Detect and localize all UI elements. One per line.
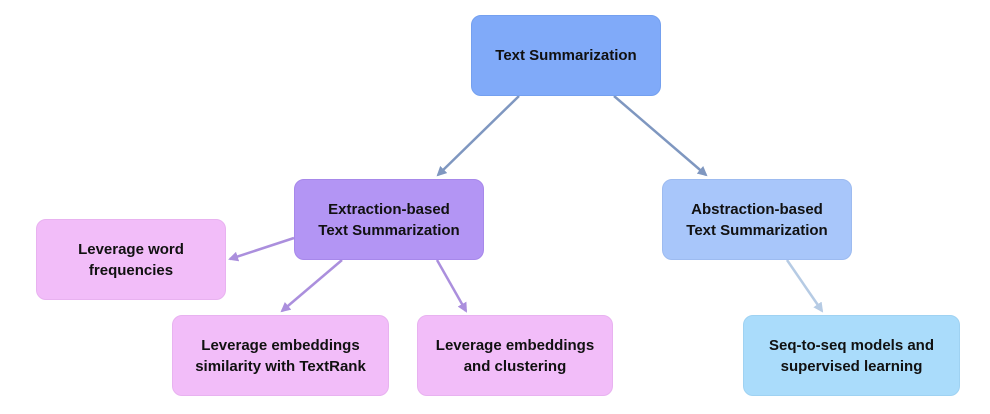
node-abstraction-based-line-2: Text Summarization	[686, 221, 828, 239]
node-embeddings-clustering-line-1: Leverage embeddings	[435, 336, 595, 354]
edge-extraction-to-word-frequencies	[228, 236, 295, 262]
node-word-frequencies: Leverage word frequencies	[36, 219, 226, 300]
node-extraction-based: Extraction-based Text Summarization	[294, 179, 484, 260]
node-embeddings-textrank: Leverage embeddings similarity with Text…	[172, 315, 389, 396]
node-text-summarization: Text Summarization	[471, 15, 661, 96]
node-seq2seq-line-1: Seq-to-seq models and	[768, 336, 935, 354]
edge-extraction-to-textrank	[280, 259, 343, 313]
node-abstraction-based-line-1: Abstraction-based	[691, 200, 823, 218]
node-embeddings-textrank-line-1: Leverage embeddings	[201, 336, 360, 354]
node-seq2seq-line-2: supervised learning	[780, 357, 923, 375]
node-seq2seq: Seq-to-seq models and supervised learnin…	[743, 315, 960, 396]
edge-abstraction-to-seq2seq	[785, 259, 824, 313]
node-embeddings-clustering-line-2: and clustering	[463, 357, 567, 375]
node-extraction-based-line-2: Text Summarization	[318, 221, 460, 239]
node-abstraction-based: Abstraction-based Text Summarization	[662, 179, 852, 260]
edge-root-to-abstraction	[613, 95, 708, 177]
node-extraction-based-line-1: Extraction-based	[328, 200, 450, 218]
node-word-frequencies-line-2: frequencies	[88, 261, 174, 279]
edge-root-to-extraction	[436, 95, 520, 177]
node-embeddings-clustering: Leverage embeddings and clustering	[417, 315, 613, 396]
edge-extraction-to-clustering	[435, 259, 468, 313]
node-word-frequencies-line-1: Leverage word	[78, 240, 184, 258]
node-text-summarization-label: Text Summarization	[495, 47, 637, 64]
node-embeddings-textrank-line-2: similarity with TextRank	[195, 357, 366, 375]
